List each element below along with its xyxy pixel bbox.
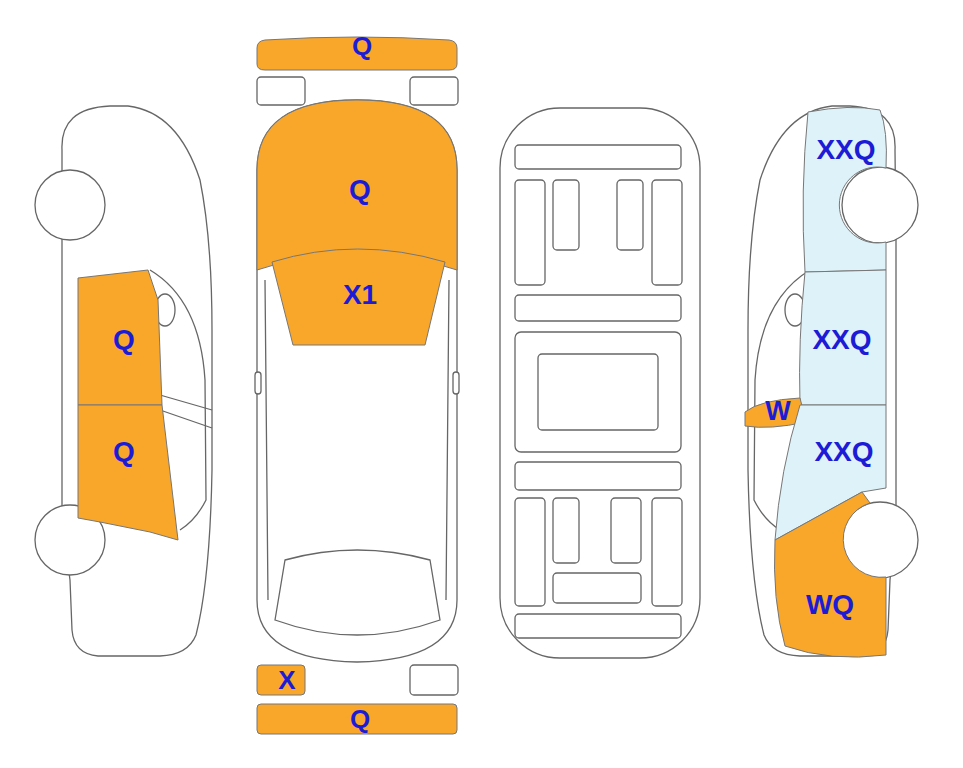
damage-code: Q (349, 176, 371, 204)
damage-panel (257, 704, 457, 734)
damage-code: Q (350, 706, 370, 732)
underbody-part (515, 462, 681, 490)
rear-window (275, 550, 440, 635)
front-fender-right: XXQ (800, 106, 888, 274)
rear-light: X (257, 665, 305, 695)
underbody-part (538, 354, 658, 430)
front-door-right: XXQ (798, 268, 886, 405)
underbody-part (617, 180, 643, 250)
headlight (410, 77, 458, 105)
front-bumper: Q (257, 38, 457, 70)
damage-code: XXQ (814, 438, 873, 466)
damage-panel (78, 270, 162, 405)
mirror-top (255, 372, 261, 394)
damage-code: X (278, 667, 295, 693)
damage-panel (272, 249, 445, 345)
underbody-part (652, 498, 682, 606)
damage-panel (774, 492, 886, 657)
roof-panel: X1 (272, 238, 446, 346)
underbody-part (553, 573, 641, 603)
rear-quarter-right: WQ (772, 490, 886, 660)
underbody-part (611, 498, 641, 563)
damage-panel (800, 270, 886, 405)
underbody-part (515, 614, 681, 638)
damage-code: Q (113, 438, 135, 466)
underbody-part (515, 180, 545, 285)
front-door-left: Q (78, 270, 162, 405)
rear-bumper: Q (257, 704, 457, 734)
underbody-part (515, 332, 681, 452)
panel-shape (772, 490, 886, 660)
damage-panel (257, 100, 457, 270)
underbody-part (515, 145, 681, 169)
panel-shape (800, 106, 888, 274)
damage-code: XXQ (816, 136, 875, 164)
taillight (410, 665, 458, 695)
damage-panel (803, 107, 886, 272)
headlight (257, 77, 305, 105)
underbody (500, 108, 700, 658)
damage-code: W (765, 398, 790, 425)
damage-panel (78, 405, 178, 540)
hood-panel: Q (257, 100, 457, 272)
damage-code: Q (352, 33, 372, 59)
wheel (35, 170, 105, 240)
mirror-top (453, 372, 459, 394)
window-line-left (160, 395, 212, 428)
underbody-part (553, 180, 579, 250)
underbody-part (515, 295, 681, 321)
car-body-top (257, 100, 457, 662)
wheel (842, 167, 918, 243)
damage-panel (257, 665, 305, 695)
damage-code: WQ (806, 591, 854, 619)
damage-code: Q (113, 326, 135, 354)
rear-door-left: Q (78, 405, 178, 541)
underbody-part (553, 498, 579, 563)
underbody-part (652, 180, 682, 285)
underbody-part (515, 498, 545, 606)
panel-shape (78, 405, 178, 541)
damage-code: X1 (343, 281, 377, 309)
damage-code: XXQ (812, 326, 871, 354)
